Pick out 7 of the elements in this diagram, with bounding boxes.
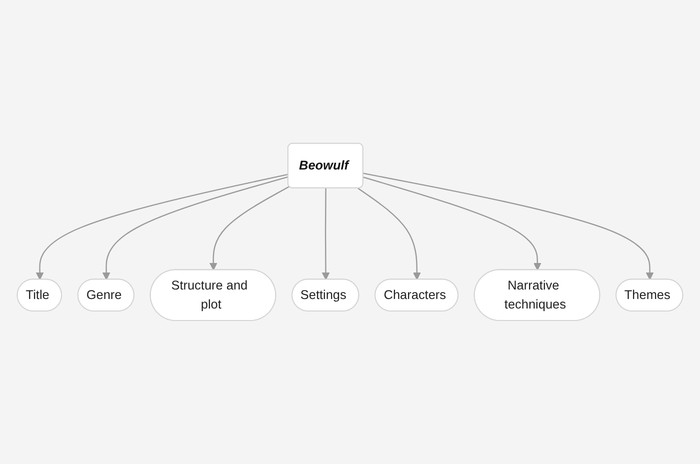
arrow [209, 186, 290, 271]
arrow [102, 176, 289, 280]
arrow [363, 172, 654, 280]
arrow [363, 176, 542, 271]
arrow [358, 188, 421, 280]
arrow [36, 174, 288, 280]
arrow [322, 188, 330, 280]
